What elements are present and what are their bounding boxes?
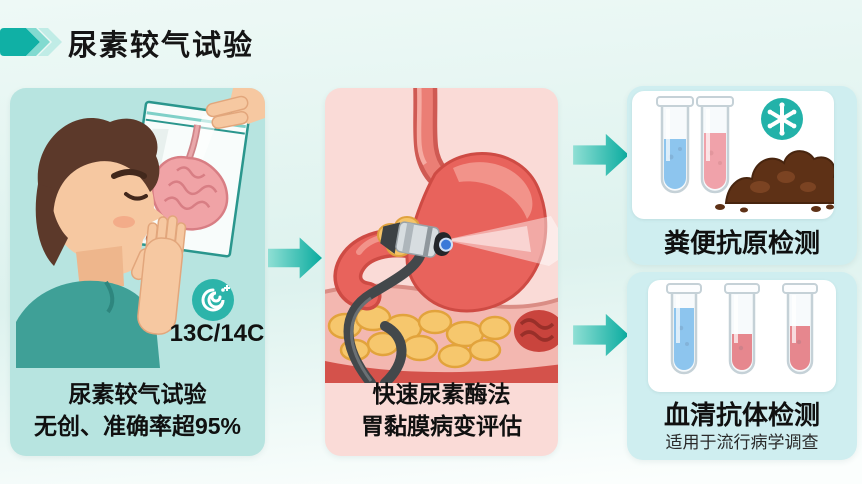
serum-tubes-illustration (666, 283, 818, 375)
breath-test-illustration (16, 88, 265, 368)
snowflake-icon (761, 98, 803, 140)
serum-test-sublabel: 适用于流行病学调查 (665, 433, 819, 452)
stool-pile (715, 150, 843, 213)
stool-test-label: 粪便抗原检测 (663, 228, 820, 258)
page-title: 尿素较气试验 (68, 30, 255, 62)
flow-arrow-icon (268, 237, 322, 279)
blowing-hand (130, 215, 187, 335)
scope-lens (439, 237, 454, 252)
ribbon-arrow-icon (0, 28, 62, 56)
serum-test-label: 血清抗体检测 (663, 400, 820, 430)
breath-test-caption-line2: 无创、准确率超95% (33, 413, 242, 439)
isotope-badge-label: 13C/14C (169, 320, 265, 347)
test-tube-red (696, 96, 734, 194)
tissue-cross-section (325, 283, 558, 383)
panel-serum-antibody-test: 血清抗体检测 适用于流行病学调查 (627, 272, 857, 460)
esophagus (413, 88, 449, 186)
test-tube-blue (656, 96, 694, 194)
closed-eye (124, 192, 148, 201)
breath-test-caption-line1: 尿素较气试验 (68, 381, 207, 407)
holding-hand (205, 88, 265, 130)
test-tube-red (782, 283, 818, 375)
endoscopy-caption-line2: 胃黏膜病变评估 (361, 413, 522, 439)
endoscopy-caption: 快速尿素酶法 胃黏膜病变评估 (325, 378, 558, 442)
intestine-section (514, 310, 558, 352)
panel-rapid-urease-endoscopy: 快速尿素酶法 胃黏膜病变评估 (325, 88, 558, 456)
flow-arrow-icon (573, 133, 629, 177)
test-tube-blue (666, 283, 702, 375)
endoscope (343, 216, 558, 383)
person-blowing (16, 117, 164, 368)
serum-test-card (648, 280, 836, 392)
eyebrow (111, 169, 147, 179)
endoscopy-illustration (325, 88, 558, 383)
panel-stool-antigen-test: 粪便抗原检测 (627, 86, 857, 265)
test-tube-red (724, 283, 760, 375)
panel-urea-breath-test: 13C/14C 尿素较气试验 无创、准确率超95% (10, 88, 265, 456)
endoscopy-caption-line1: 快速尿素酶法 (372, 381, 511, 407)
breath-test-caption: 尿素较气试验 无创、准确率超95% (10, 378, 265, 442)
stool-test-card (632, 91, 843, 219)
flow-arrow-icon (573, 313, 629, 357)
stool-sample-illustration (656, 96, 843, 213)
breath-swirl-icon (192, 279, 234, 321)
